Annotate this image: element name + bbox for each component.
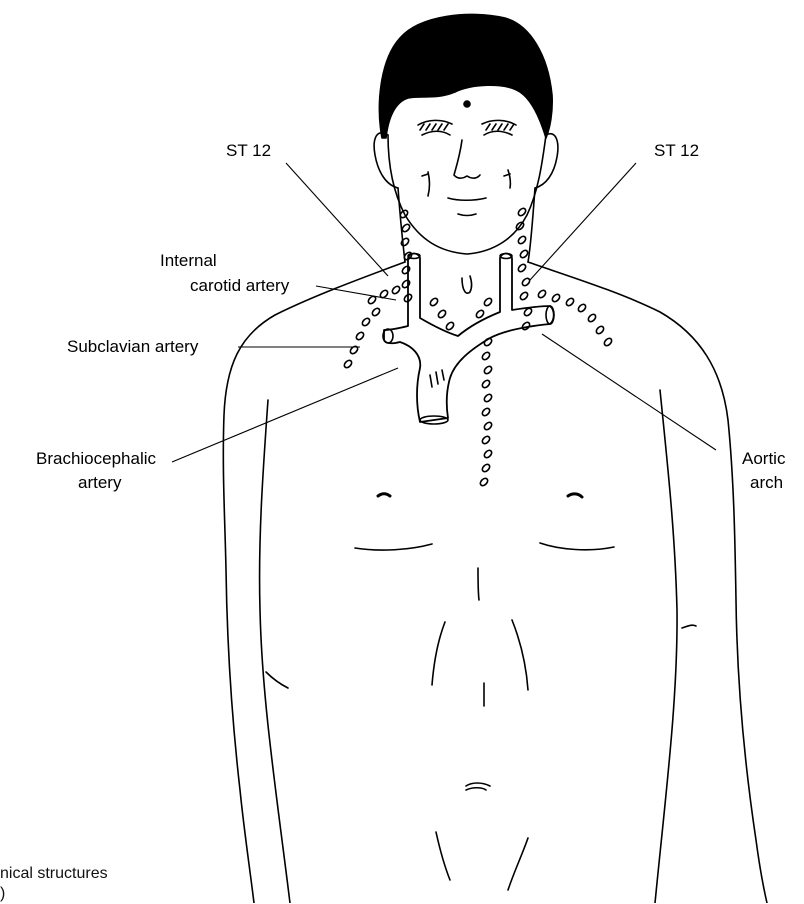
caption-line1: nical structures	[0, 864, 108, 884]
right-torso-side	[655, 390, 677, 903]
navel	[466, 783, 490, 790]
left-ear	[374, 133, 398, 188]
left-nipple	[378, 494, 390, 496]
left-shoulder	[223, 262, 405, 903]
leader-internal-carotid	[316, 286, 396, 300]
left-pectoral	[355, 544, 432, 550]
right-shoulder	[528, 262, 767, 903]
forehead-mark	[464, 101, 470, 107]
adams-apple	[462, 276, 472, 293]
label-subclavian: Subclavian artery	[67, 337, 198, 357]
label-brachiocephalic-line2: artery	[78, 473, 121, 493]
leader-brachiocephalic	[172, 368, 398, 462]
right-eyebrow	[482, 120, 516, 125]
label-aortic-line2: arch	[750, 473, 783, 493]
left-eye	[422, 131, 450, 135]
label-st12-left: ST 12	[226, 141, 271, 161]
left-torso-side	[260, 400, 290, 903]
label-st12-right: ST 12	[654, 141, 699, 161]
label-brachiocephalic-line1: Brachiocephalic	[36, 449, 156, 469]
right-eye	[484, 131, 512, 135]
neck-right	[528, 188, 535, 262]
hair	[379, 14, 552, 138]
label-internal-carotid-line1: Internal	[160, 251, 217, 271]
right-pectoral	[540, 543, 614, 550]
leader-st12-left	[286, 163, 388, 276]
right-nipple	[568, 494, 582, 497]
nose	[454, 140, 480, 178]
mouth	[448, 198, 486, 200]
label-internal-carotid-line2: carotid artery	[190, 276, 289, 296]
leader-st12-right	[530, 163, 636, 280]
leader-aortic-arch	[542, 334, 716, 450]
label-aortic-line1: Aortic	[742, 449, 785, 469]
lymph-chains	[344, 208, 611, 485]
caption-line2: )	[0, 884, 5, 904]
